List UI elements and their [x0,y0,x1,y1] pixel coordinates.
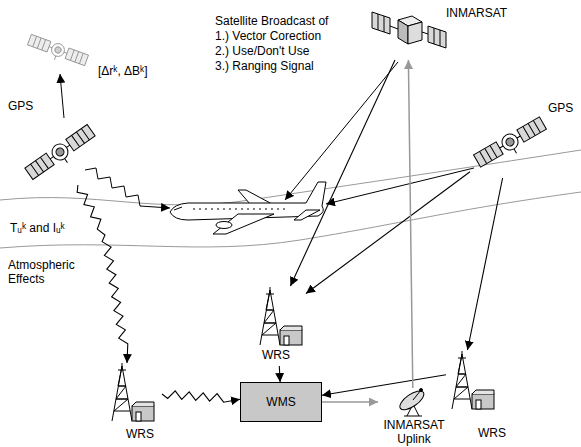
link-connector [468,178,503,350]
signal-connector [162,391,240,402]
node-label: WRS [126,427,154,441]
node-label: WRS [262,348,290,362]
master-station-box: WMS [240,382,322,422]
broadcast-note: 1.) Vector Corection [215,29,321,43]
satellite-node: GPS [470,98,578,178]
node-label: WMS [266,395,295,409]
signal-line [326,168,474,204]
node-label: GPS [8,99,33,113]
error-vector-label: [Δrᵏ, ΔBᵏ] [98,64,148,78]
signal-line [285,62,398,200]
node-label: WRS [478,426,506,440]
signal-line [85,168,170,208]
uplink-dish [397,387,427,416]
broadcast-note: 2.) Use/Don't Use [215,44,309,58]
satellite-node: GPS [5,97,100,185]
tower-symbol [260,287,302,345]
orbit-error-arrow [60,74,64,118]
airplane [170,182,326,234]
tower-symbol [112,363,154,421]
link-connector [408,60,412,388]
station-node: WRS [106,363,162,445]
satellite-node: INMARSAT [370,2,515,60]
link-connector [306,172,470,294]
link-connector [322,375,446,395]
uplink-node: INMARSAT Uplink [378,388,452,447]
station-node: WRS [250,286,306,366]
inmarsat-satellite [372,12,446,48]
atmosphere-label: Atmospheric Effects [8,258,90,286]
broadcast-note: Satellite Broadcast of [215,14,328,28]
broadcast-note: 3.) Ranging Signal [215,59,314,73]
delay-label: Tᵤᵏ and Iᵤᵏ [10,221,65,235]
gps-satellite [473,116,549,172]
tower-symbol [452,351,494,409]
link-connector [290,60,395,286]
node-label: INMARSAT Uplink [378,418,450,446]
node-label: GPS [548,101,573,115]
link-connector [279,366,281,382]
node-label: INMARSAT [446,6,507,20]
signal-connector [77,185,128,363]
ghost-satellite [26,34,89,71]
gps-satellite [24,124,98,185]
link-connector [322,401,378,403]
station-node: WRS [446,350,516,442]
